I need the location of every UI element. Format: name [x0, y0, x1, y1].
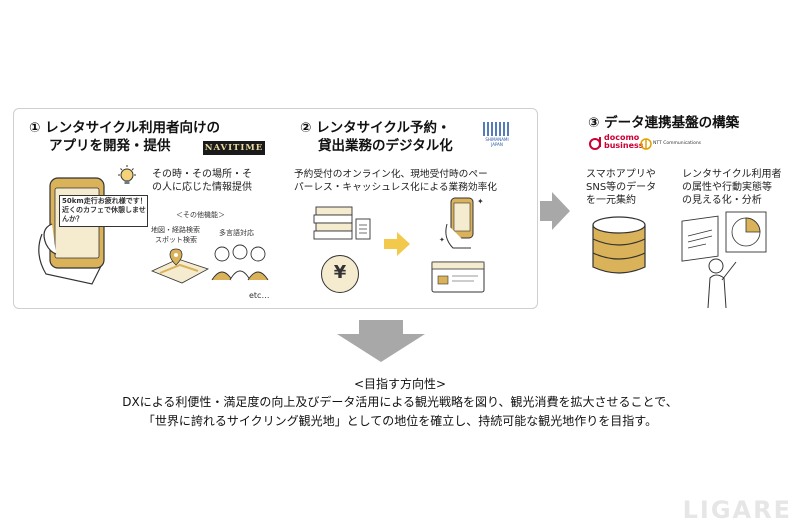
navitime-logo: NAVITIME [203, 141, 265, 155]
direction-line2: 「世界に誇れるサイクリング観光地」としての地位を確立し、持続可能な観光地作りを目… [142, 414, 658, 428]
features-etc: etc… [249, 291, 270, 300]
section3-col2-line1: レンタサイクル利用者 [682, 169, 782, 180]
ligare-watermark: LIGARE [682, 496, 792, 524]
section2-title-line1: ② レンタサイクル予約・ [300, 120, 451, 136]
section3-col1-line3: を一元集約 [586, 195, 636, 206]
docomo-business-logo-mark [589, 137, 601, 150]
yen-coin-icon [321, 255, 359, 293]
lightbulb-icon [118, 165, 136, 184]
section2-title-line2: 貸出業務のデジタル化 [318, 138, 453, 154]
phone-message-line3: んか？ [62, 215, 83, 223]
section2-desc-line2: パーレス・キャッシュレス化による業務効率化 [294, 182, 497, 193]
svg-text:✦: ✦ [439, 236, 445, 244]
section1-desc-line2: の人に応じた情報提供 [152, 182, 252, 193]
smartphone-hand-illustration [38, 177, 105, 285]
feature-map-line2: スポット検索 [155, 236, 197, 244]
shimanami-japan-logo [483, 122, 509, 136]
gray-arrow-right-icon [540, 192, 570, 230]
direction-heading: <目指す方向性> [353, 377, 447, 391]
yellow-arrow-icon [384, 232, 410, 256]
direction-line1: DXによる利便性・満足度の向上及びデータ活用による観光戦略を図り、観光消費を拡大… [122, 395, 678, 409]
ntt-logo-mark [640, 138, 652, 150]
section3-col1-line1: スマホアプリや [586, 169, 656, 180]
phone-message-bubble [59, 195, 148, 227]
features-heading: ＜その他機能＞ [176, 211, 225, 219]
shimanami-logo-text-line1: SHIMANAMI [485, 137, 509, 142]
section2-desc-line1: 予約受付のオンライン化、現地受付時のペー [294, 169, 488, 180]
feature-multilang: 多言語対応 [219, 229, 254, 237]
section1-title-line1: ① レンタサイクル利用者向けの [29, 120, 220, 136]
svg-text:✦: ✦ [477, 197, 484, 206]
phone-message-line2: 近くのカフェで休憩しませ [62, 206, 146, 214]
section1-desc-line1: その時・その場所・そ [152, 169, 252, 180]
gray-arrow-down-icon [337, 320, 425, 362]
section1-title-line2: アプリを開発・提供 [49, 138, 171, 154]
database-icon [592, 216, 646, 274]
ntt-logo-text: NTT Communications [653, 141, 702, 146]
feature-map-line1: 地図・経路検索 [151, 226, 200, 234]
shimanami-logo-text-line2: JAPAN [491, 142, 503, 147]
yen-symbol: ¥ [333, 262, 347, 283]
paper-documents-illustration [313, 206, 371, 240]
map-illustration [150, 248, 210, 284]
card-ticket-illustration [431, 261, 485, 293]
smartphone-payment-illustration: ✦ ✦ [439, 197, 484, 249]
data-analysis-illustration [681, 211, 767, 309]
multilingual-people-illustration [211, 244, 269, 281]
section3-col2-line2: の属性や行動実態等 [682, 182, 772, 193]
section3-col1-line2: SNS等のデータ [586, 182, 657, 193]
section3-col2-line3: の見える化・分析 [682, 195, 762, 206]
docomo-logo-line2: business [604, 141, 644, 150]
section3-title: ③ データ連携基盤の構築 [588, 115, 740, 131]
phone-message-line1: 50km走行お疲れ様です！ [62, 197, 147, 205]
docomo-logo-line1: docomo [604, 133, 640, 142]
